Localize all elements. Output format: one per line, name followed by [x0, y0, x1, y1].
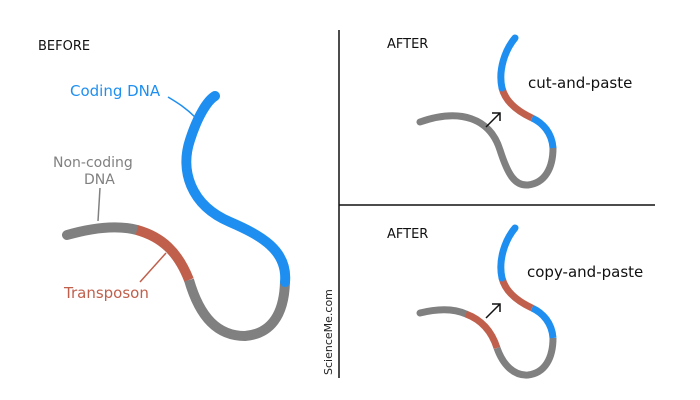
copy-arrow [485, 303, 501, 319]
before-noncoding-left [62, 222, 142, 240]
transposon-label: Transposon [63, 284, 149, 302]
noncoding-pointer [97, 187, 101, 222]
before-heading: BEFORE [38, 39, 90, 54]
copy-noncoding-right [493, 337, 557, 379]
after-cut-panel: AFTER cut-and-paste [387, 34, 632, 189]
copy-transposon-original [464, 310, 501, 350]
cut-noncoding-left [416, 112, 557, 189]
cut-coding-upper [497, 34, 519, 92]
cut-transposon-inserted [498, 86, 534, 122]
copy-and-paste-caption: copy-and-paste [527, 263, 643, 281]
before-panel: BEFORE Coding DNA Non-coding DNA Transpo… [38, 39, 291, 342]
after-copy-heading: AFTER [387, 227, 428, 242]
cut-coding-lower [530, 114, 557, 149]
copy-noncoding-left [416, 306, 470, 318]
coding-dna-label: Coding DNA [70, 82, 161, 100]
before-transposon-segment [135, 225, 194, 282]
cut-and-paste-caption: cut-and-paste [528, 74, 632, 92]
before-coding-segment [181, 91, 291, 287]
before-noncoding-right [184, 278, 290, 342]
cut-arrow [485, 112, 501, 128]
copy-transposon-copy [498, 276, 534, 312]
after-cut-heading: AFTER [387, 37, 428, 52]
transposon-pointer [139, 252, 167, 283]
copy-coding-lower [530, 304, 557, 339]
coding-pointer [167, 96, 197, 119]
copy-coding-upper [497, 224, 519, 282]
after-copy-panel: AFTER copy-and-paste [387, 224, 643, 379]
noncoding-dna-label-line2: DNA [84, 172, 115, 188]
noncoding-dna-label-line1: Non-coding [53, 155, 133, 171]
credit-watermark: ScienceMe.com [322, 289, 335, 375]
